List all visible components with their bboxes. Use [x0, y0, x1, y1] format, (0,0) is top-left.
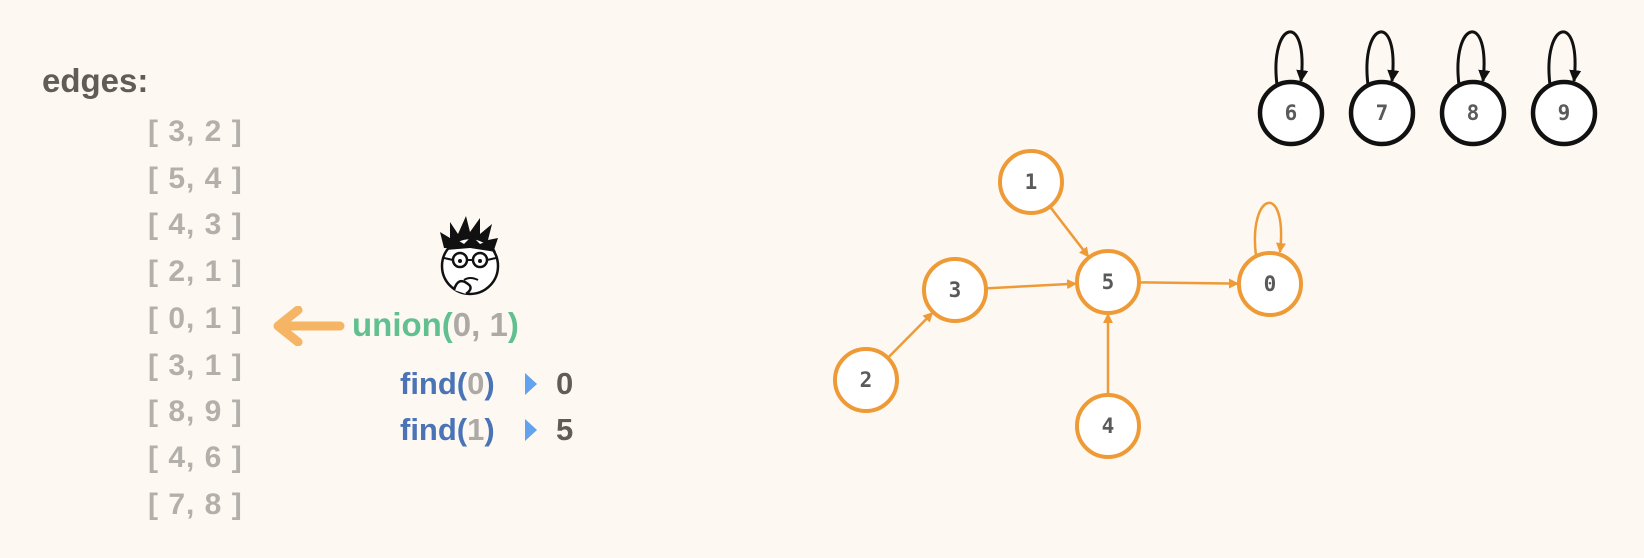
self-loop-7: [1365, 30, 1400, 86]
node-4: [1075, 393, 1141, 459]
union-fn: union(: [352, 306, 453, 343]
node-label-2: 2: [860, 368, 873, 392]
node-label-8: 8: [1467, 101, 1480, 125]
node-label-4: 4: [1102, 414, 1115, 438]
edge-item: [ 5, 4 ]: [148, 162, 243, 195]
node-3: [922, 257, 988, 323]
node-2: [833, 347, 899, 413]
self-loop-6: [1274, 30, 1309, 86]
find-result-1: 5: [556, 412, 574, 447]
node-label-0: 0: [1264, 272, 1277, 296]
find-result-0: 0: [556, 366, 574, 401]
edge-2-to-3: [886, 311, 934, 359]
edges-title: edges:: [42, 62, 149, 99]
edge-item: [ 7, 8 ]: [148, 488, 243, 521]
self-loop-0: [1253, 201, 1286, 257]
node-9: [1530, 79, 1598, 147]
edge-3-to-5: [985, 279, 1078, 290]
edge-item: [ 2, 1 ]: [148, 255, 243, 288]
edge-1-to-5: [1048, 205, 1090, 258]
self-loop-9: [1547, 30, 1582, 86]
find-fn: find(: [400, 412, 468, 447]
union-args: 0, 1: [452, 306, 508, 343]
node-label-1: 1: [1025, 170, 1038, 194]
node-label-5: 5: [1102, 270, 1115, 294]
edge-item-current: [ 0, 1 ]: [148, 302, 243, 335]
edge-item: [ 3, 1 ]: [148, 349, 243, 382]
current-edge-arrow-icon: [273, 306, 345, 346]
find-call-1: find(1): [400, 412, 495, 448]
find-close: ): [484, 412, 495, 447]
edge-item: [ 3, 2 ]: [148, 115, 243, 148]
find-fn: find(: [400, 366, 468, 401]
edge-item: [ 8, 9 ]: [148, 395, 243, 428]
find-arg: 1: [467, 412, 485, 447]
node-label-6: 6: [1285, 101, 1298, 125]
node-label-7: 7: [1376, 101, 1389, 125]
node-0: [1237, 251, 1303, 317]
node-label-9: 9: [1558, 101, 1571, 125]
node-label-3: 3: [949, 278, 962, 302]
union-call: union(0, 1): [352, 306, 519, 344]
find-close: ): [484, 366, 495, 401]
node-7: [1348, 79, 1416, 147]
pointer-triangle-icon: [525, 373, 537, 395]
node-5: [1075, 249, 1141, 315]
thinking-face-icon: [440, 216, 500, 296]
pointer-triangle-icon: [525, 419, 537, 441]
node-8: [1439, 79, 1507, 147]
union-close: ): [507, 306, 519, 343]
find-arg: 0: [467, 366, 485, 401]
node-1: [998, 149, 1064, 215]
edge-5-to-0: [1138, 278, 1240, 289]
node-6: [1257, 79, 1325, 147]
edge-item: [ 4, 6 ]: [148, 441, 243, 474]
self-loop-8: [1456, 30, 1491, 86]
find-call-0: find(0): [400, 366, 495, 402]
edge-item: [ 4, 3 ]: [148, 208, 243, 241]
